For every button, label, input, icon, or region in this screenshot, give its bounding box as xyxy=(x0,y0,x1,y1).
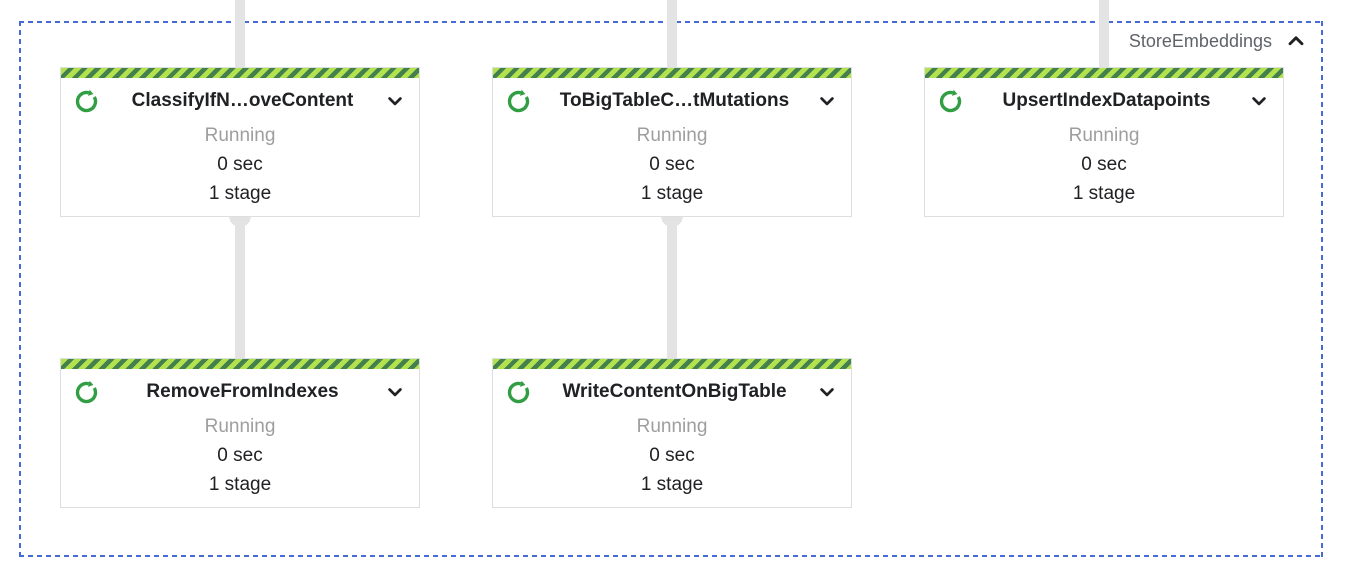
chevron-down-icon[interactable] xyxy=(817,382,837,402)
chevron-down-icon[interactable] xyxy=(385,91,405,111)
step-duration: 0 sec xyxy=(649,154,695,175)
step-stage-count: 1 stage xyxy=(640,183,704,204)
pipeline-step-card[interactable]: ClassifyIfN…oveContent Running 0 sec 1 s… xyxy=(60,67,420,217)
step-stage-count: 1 stage xyxy=(208,183,272,204)
step-duration: 0 sec xyxy=(217,445,263,466)
step-duration: 0 sec xyxy=(1081,154,1127,175)
step-title: WriteContentOnBigTable xyxy=(562,381,787,402)
step-duration: 0 sec xyxy=(649,445,695,466)
connector-edge xyxy=(667,0,677,70)
group-border-bottom xyxy=(19,555,1323,557)
connector-edge xyxy=(235,0,245,70)
group-border-right xyxy=(1321,21,1323,557)
running-progress-stripe xyxy=(61,359,419,369)
step-stage-count: 1 stage xyxy=(640,474,704,495)
running-status-icon xyxy=(505,88,532,115)
chevron-down-icon[interactable] xyxy=(1249,91,1269,111)
step-stage-count: 1 stage xyxy=(1072,183,1136,204)
running-progress-stripe xyxy=(493,359,851,369)
pipeline-step-card[interactable]: WriteContentOnBigTable Running 0 sec 1 s… xyxy=(492,358,852,508)
running-status-icon xyxy=(73,379,100,406)
chevron-up-icon[interactable] xyxy=(1285,30,1307,52)
pipeline-step-card[interactable]: RemoveFromIndexes Running 0 sec 1 stage xyxy=(60,358,420,508)
step-title: ToBigTableC…tMutations xyxy=(559,90,790,111)
running-status-icon xyxy=(505,379,532,406)
pipeline-step-card[interactable]: ToBigTableC…tMutations Running 0 sec 1 s… xyxy=(492,67,852,217)
step-title: RemoveFromIndexes xyxy=(146,381,339,402)
step-status: Running xyxy=(636,125,708,146)
step-title: ClassifyIfN…oveContent xyxy=(131,90,354,111)
running-progress-stripe xyxy=(493,68,851,78)
running-status-icon xyxy=(937,88,964,115)
running-status-icon xyxy=(73,88,100,115)
step-duration: 0 sec xyxy=(217,154,263,175)
chevron-down-icon[interactable] xyxy=(817,91,837,111)
composite-group-label: StoreEmbeddings xyxy=(1128,31,1272,51)
step-title: UpsertIndexDatapoints xyxy=(1002,90,1211,111)
connector-edge xyxy=(667,217,677,360)
step-status: Running xyxy=(636,416,708,437)
step-stage-count: 1 stage xyxy=(208,474,272,495)
step-status: Running xyxy=(204,125,276,146)
step-status: Running xyxy=(204,416,276,437)
group-border-left xyxy=(19,21,21,557)
composite-group-header[interactable]: StoreEmbeddings xyxy=(1129,30,1307,52)
chevron-down-icon[interactable] xyxy=(385,382,405,402)
connector-edge xyxy=(1099,0,1109,70)
connector-edge xyxy=(235,217,245,360)
step-status: Running xyxy=(1068,125,1140,146)
running-progress-stripe xyxy=(925,68,1283,78)
pipeline-step-card[interactable]: UpsertIndexDatapoints Running 0 sec 1 st… xyxy=(924,67,1284,217)
running-progress-stripe xyxy=(61,68,419,78)
